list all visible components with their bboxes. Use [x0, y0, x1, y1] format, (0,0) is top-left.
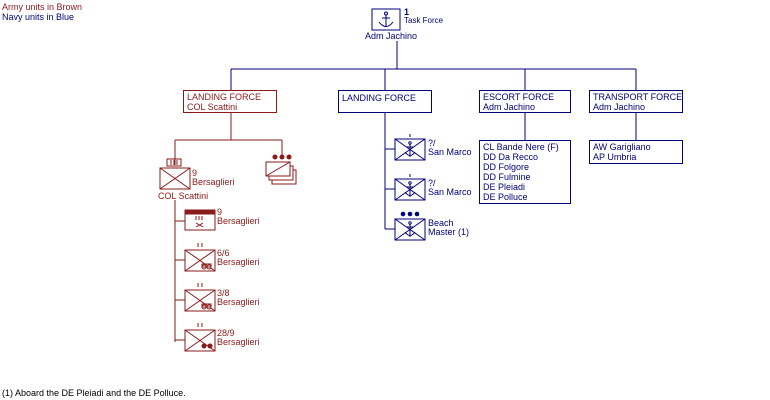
escort-ship-list: CL Bande Nere (F) DD Da Recco DD Folgore… — [479, 140, 571, 204]
list-item: CL Bande Nere (F) — [483, 142, 559, 152]
list-item: AP Umbria — [593, 152, 637, 162]
anchor-icon — [378, 11, 394, 27]
legend-navy: Navy units in Blue — [2, 12, 75, 22]
bn2-number: 3/8 — [217, 288, 230, 298]
battalion-28-9-symbol[interactable] — [184, 323, 216, 352]
dot-icon — [272, 154, 278, 160]
landing-force-navy-box[interactable]: LANDING FORCE — [338, 90, 432, 113]
dot-icon — [286, 154, 292, 160]
beach-master-line1: Beach — [428, 218, 454, 228]
marine-unit-1-symbol[interactable] — [394, 134, 426, 161]
regiment-name: Bersaglieri — [192, 177, 235, 187]
bn1-name: Bersaglieri — [217, 257, 260, 267]
hq-unit-symbol[interactable] — [184, 209, 216, 231]
list-item: DD Fulmine — [483, 172, 531, 182]
bn2-name: Bersaglieri — [217, 297, 260, 307]
marines1-number: ?/ — [428, 138, 436, 148]
transport-force-commander: Adm Jachino — [593, 102, 646, 112]
landing-force-army-title: LANDING FORCE — [187, 92, 262, 102]
marine-unit-2-symbol[interactable] — [394, 174, 426, 201]
task-force-symbol[interactable] — [371, 8, 401, 31]
escort-force-box[interactable]: ESCORT FORCE Adm Jachino — [479, 90, 571, 113]
escort-force-commander: Adm Jachino — [483, 102, 536, 112]
beach-master-symbol[interactable] — [394, 211, 426, 241]
list-item: DD Da Recco — [483, 152, 539, 162]
landing-force-army-box[interactable]: LANDING FORCE COL Scattini — [183, 90, 277, 113]
dot-icon — [279, 154, 285, 160]
list-item: AW Garigliano — [593, 142, 651, 152]
regiment-number: 9 — [192, 168, 198, 178]
legend-army: Army units in Brown — [2, 2, 83, 12]
hq-name: Bersaglieri — [217, 216, 260, 226]
battalion-3-8-symbol[interactable] — [184, 283, 216, 312]
footnote: (1) Aboard the DE Pleiadi and the DE Pol… — [2, 388, 186, 398]
list-item: DE Pleiadi — [483, 182, 526, 192]
landing-force-navy-title: LANDING FORCE — [342, 93, 417, 103]
task-force-commander: Adm Jachino — [365, 31, 418, 41]
task-force-number: 1 — [404, 7, 410, 17]
regiment-symbol[interactable] — [159, 158, 191, 190]
beach-master-line2: Master (1) — [428, 227, 470, 237]
bn3-number: 28/9 — [217, 328, 235, 338]
transport-ship-list: AW Garigliano AP Umbria — [589, 140, 683, 164]
list-item: DD Folgore — [483, 162, 530, 172]
battalion-6-6-symbol[interactable] — [184, 243, 216, 272]
list-item: DE Polluce — [483, 192, 528, 202]
transport-force-box[interactable]: TRANSPORT FORCE Adm Jachino — [589, 90, 683, 113]
marines1-name: San Marco — [428, 147, 472, 157]
escort-force-title: ESCORT FORCE — [483, 92, 555, 102]
bn1-number: 6/6 — [217, 248, 230, 258]
marines2-number: ?/ — [428, 178, 436, 188]
transport-force-title: TRANSPORT FORCE — [593, 92, 683, 102]
hq-number: 9 — [217, 207, 223, 217]
artillery-stack-symbol[interactable] — [265, 154, 297, 185]
task-force-label: Task Force — [404, 16, 444, 25]
marines2-name: San Marco — [428, 187, 472, 197]
regiment-commander: COL Scattini — [158, 191, 209, 201]
bn3-name: Bersaglieri — [217, 337, 260, 347]
landing-force-army-commander: COL Scattini — [187, 102, 238, 112]
